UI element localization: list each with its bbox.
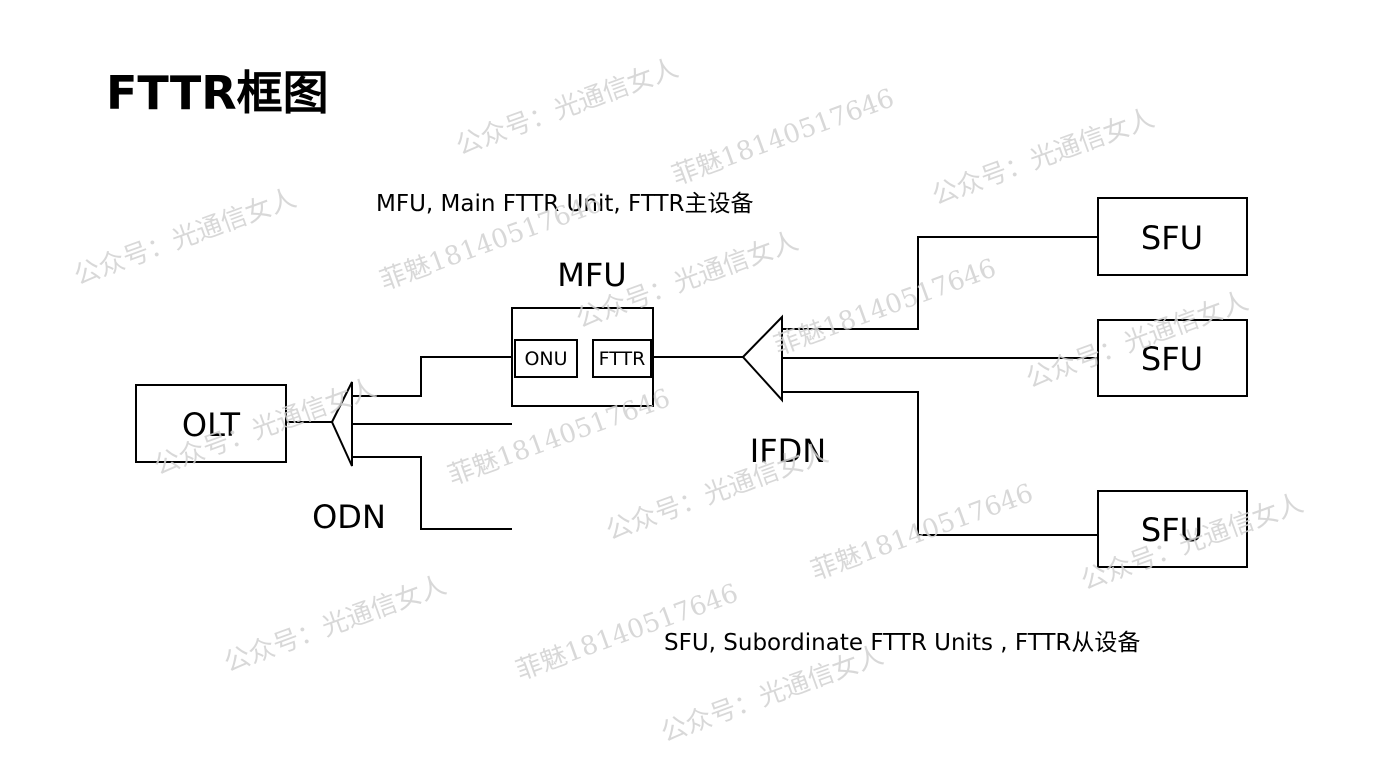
watermark-text: 菲魅18140517646 bbox=[668, 83, 898, 191]
mfu-caption: MFU, Main FTTR Unit, FTTR主设备 bbox=[376, 191, 754, 217]
watermark-text: 公众号：光通信女人 bbox=[452, 53, 682, 161]
ifdn-branch-top bbox=[782, 236, 1098, 330]
olt-box bbox=[135, 384, 287, 463]
odn-label: ODN bbox=[312, 498, 386, 536]
sfu-label-top: SFU bbox=[1141, 219, 1203, 257]
odn-branch-to-onu bbox=[352, 356, 512, 397]
sfu-caption: SFU, Subordinate FTTR Units , FTTR从设备 bbox=[664, 630, 1140, 656]
sfu-node-middle: SFU bbox=[1097, 319, 1248, 397]
watermark-text: 公众号：光通信女人 bbox=[928, 103, 1158, 211]
watermark-text: 公众号：光通信女人 bbox=[220, 570, 450, 678]
fttr-label: FTTR bbox=[599, 348, 646, 370]
watermark-text: 公众号：光通信女人 bbox=[657, 640, 887, 748]
watermark-text: 公众号：光通信女人 bbox=[70, 183, 300, 291]
sfu-box-bottom bbox=[1097, 490, 1248, 568]
watermark-text: 菲魅18140517646 bbox=[807, 478, 1037, 586]
sfu-node-top: SFU bbox=[1097, 197, 1248, 276]
fttr-box bbox=[592, 339, 652, 378]
watermark-text: 菲魅18140517646 bbox=[770, 253, 1000, 361]
ifdn-branch-bottom bbox=[782, 391, 1098, 536]
onu-label: ONU bbox=[524, 348, 567, 370]
olt-node: OLT bbox=[135, 384, 287, 463]
ifdn-splitter-icon bbox=[741, 314, 783, 403]
ifdn-label: IFDN bbox=[750, 432, 826, 470]
sfu-node-bottom: SFU bbox=[1097, 490, 1248, 568]
olt-label: OLT bbox=[182, 406, 241, 444]
onu-box bbox=[514, 339, 578, 378]
sfu-label-bottom: SFU bbox=[1141, 511, 1203, 549]
sfu-box-middle bbox=[1097, 319, 1248, 397]
watermark-text: 公众号：光通信女人 bbox=[602, 438, 832, 546]
odn-branch-lower bbox=[352, 456, 512, 530]
page-title: FTTR框图 bbox=[106, 66, 329, 120]
mfu-label: MFU bbox=[557, 256, 626, 294]
sfu-box-top bbox=[1097, 197, 1248, 276]
sfu-label-middle: SFU bbox=[1141, 340, 1203, 378]
